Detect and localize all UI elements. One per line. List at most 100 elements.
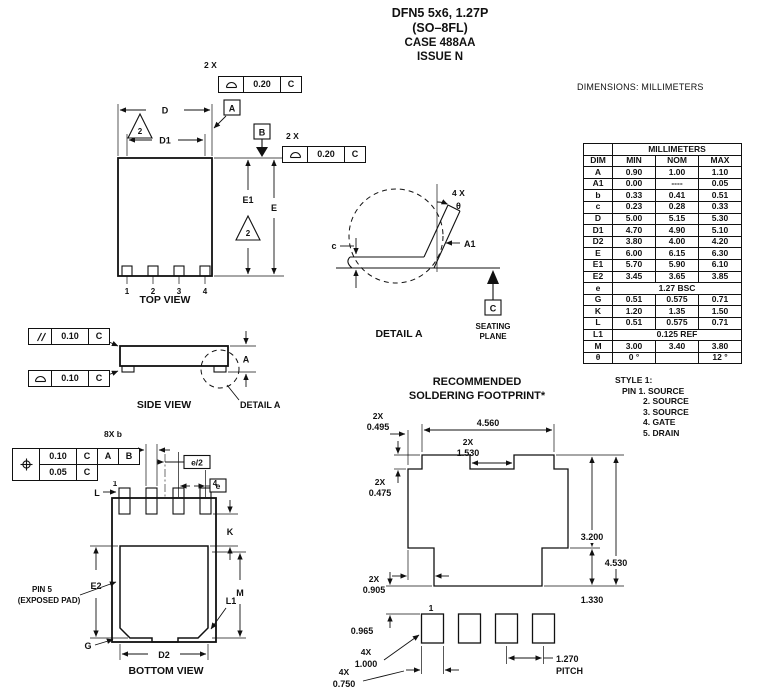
detail-a-circle (348, 188, 444, 284)
top-view: 2 2 A B D D1 E1 E 1 2 3 4 TOP VIEW (117, 99, 284, 306)
pin-number: 4 (203, 287, 208, 296)
side-view-label: SIDE VIEW (137, 399, 191, 411)
footprint-pad (457, 613, 482, 644)
dim-label-e-half: e/2 (191, 458, 203, 468)
detail-a-callout-circle (200, 349, 240, 389)
fcf-datum: C (280, 76, 302, 93)
dim-cell: e (583, 282, 613, 295)
package-outline (111, 497, 217, 643)
nom-cell: 1.00 (655, 166, 699, 179)
style-line: 5. DRAIN (643, 427, 680, 438)
style-notes: STYLE 1: PIN 1. SOURCE 2. SOURCE 3. SOUR… (615, 375, 689, 439)
table-row: DIM MIN NOM MAX (583, 154, 742, 168)
fcf-parallelism: 0.10 C (28, 328, 110, 345)
pin-number: 2 (151, 287, 156, 296)
dim-value: 4.530 (605, 558, 628, 568)
min-cell: 0.23 (612, 200, 656, 214)
span-cell: 1.27 BSC (612, 282, 742, 295)
corner-cell (583, 143, 613, 156)
nom-cell: 0.28 (655, 200, 699, 214)
dim-value: 1.270 (556, 654, 579, 664)
lead-width-note: 8X b (104, 429, 122, 439)
dim-label-e: E (271, 203, 277, 213)
side-view: DETAIL A A SIDE VIEW (97, 331, 281, 411)
dim-value: 4.560 (477, 418, 500, 428)
max-cell: 0.71 (698, 293, 742, 307)
true-position-icon (12, 448, 40, 481)
dim-count: 2X (463, 437, 474, 447)
min-cell: 5.70 (612, 258, 656, 272)
max-cell: 0.71 (698, 316, 742, 330)
pin5-label: PIN 5 (32, 585, 53, 594)
nom-cell: 4.00 (655, 235, 699, 249)
max-cell: 0.05 (698, 177, 742, 191)
soldering-footprint: RECOMMENDED SOLDERING FOOTPRINT* (333, 376, 635, 689)
footprint-title: SOLDERING FOOTPRINT* (409, 390, 546, 402)
detail-a-label: DETAIL A (375, 328, 422, 340)
dim-value: 0.475 (369, 488, 392, 498)
bottom-view-label: BOTTOM VIEW (128, 665, 203, 677)
bottom-view: 8X b 1 4 L e/2 e K E2 M L1 G D2 PIN 5 (E… (18, 429, 246, 677)
dim-label-d2: D2 (158, 650, 170, 660)
min-cell: 5.00 (612, 212, 656, 226)
dim-value: 1.000 (355, 659, 378, 669)
note-2: 2 (138, 127, 143, 136)
fcf-count-label: 2 X (204, 60, 217, 70)
dim-label-a: A (243, 355, 250, 365)
max-cell: 3.80 (698, 340, 742, 353)
fcf-tolerance: 0.10 (39, 448, 77, 465)
fcf-tolerance: 0.10 (51, 370, 89, 387)
pin-number: 4 (213, 479, 218, 488)
dim-cell: A (583, 166, 613, 179)
dimension-lines (117, 104, 284, 277)
package-profile (119, 345, 229, 367)
footprint-title: RECOMMENDED (433, 376, 522, 388)
fcf-tolerance: 0.05 (39, 464, 77, 481)
dim-label-e1: E1 (242, 195, 253, 205)
min-cell: 0.90 (612, 166, 656, 179)
style-title: STYLE 1: (615, 375, 653, 385)
fcf-profile-a: 0.20 C (218, 76, 302, 93)
min-cell: 3.00 (612, 340, 656, 353)
dimensions-note: DIMENSIONS: MILLIMETERS (577, 82, 704, 92)
datum-a-label: A (229, 104, 236, 114)
datum-target-triangle-icon (256, 147, 268, 157)
min-cell: 0.51 (612, 293, 656, 307)
dim-cell: M (583, 340, 613, 353)
dim-value: 0.750 (333, 679, 356, 689)
title-block: DFN5 5x6, 1.27P (SO–8FL) CASE 488AA ISSU… (320, 6, 560, 64)
fcf-tolerance: 0.10 (51, 328, 89, 345)
table-title: MILLIMETERS (612, 143, 742, 156)
dim-value: 0.495 (367, 422, 390, 432)
nom-cell: 5.15 (655, 212, 699, 226)
basic-dim-box (209, 478, 227, 493)
note-triangle (235, 214, 261, 241)
basic-dim-box (183, 454, 211, 470)
dim-cell: b (583, 189, 613, 202)
dim-value: 1.330 (581, 595, 604, 605)
max-cell: 0.51 (698, 189, 742, 202)
dim-cell: G (583, 293, 613, 307)
dim-pitch-label: PITCH (556, 666, 583, 676)
dim-cell: E2 (583, 270, 613, 284)
dim-label-d: D (162, 106, 169, 116)
min-cell: 3.45 (612, 270, 656, 284)
datum-c-box (484, 299, 502, 316)
max-cell: 4.20 (698, 235, 742, 249)
fcf-position: 0.10 C A B 0.05 C (12, 448, 140, 481)
style-line: 2. SOURCE (643, 396, 689, 407)
fcf-datum: C (76, 448, 98, 465)
col-header: MIN (612, 154, 656, 168)
max-cell: 1.10 (698, 166, 742, 179)
profile-of-line-icon (282, 146, 308, 163)
dim-value: 0.905 (363, 585, 386, 595)
fcf-datum: A (97, 448, 119, 465)
note-2: 2 (246, 229, 251, 238)
